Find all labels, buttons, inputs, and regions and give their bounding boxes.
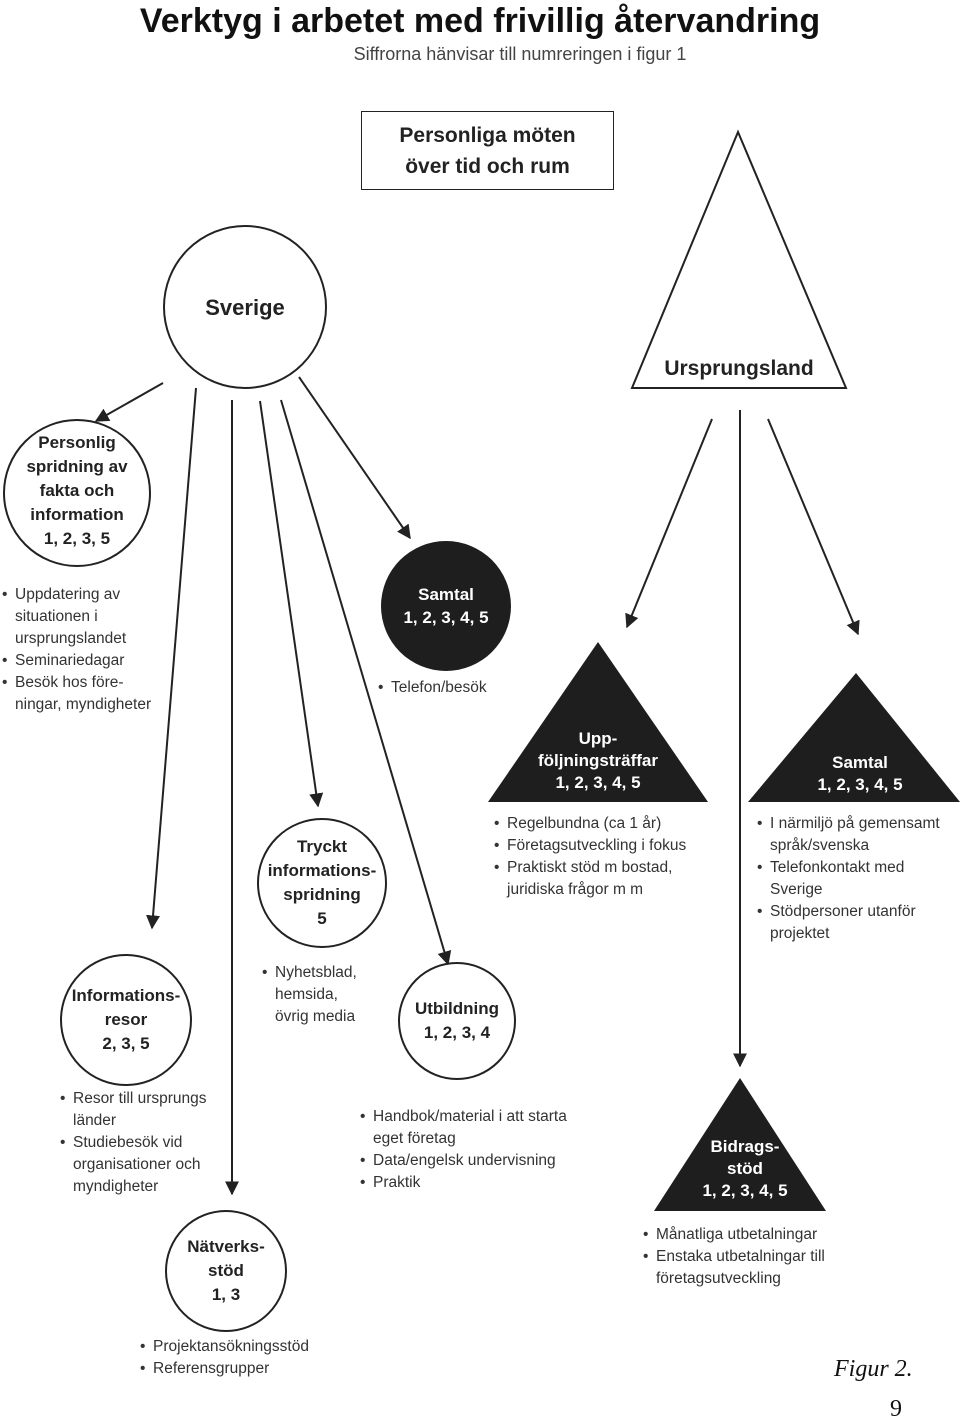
- node-line: fakta och: [39, 481, 115, 500]
- node-line: stöd: [727, 1159, 763, 1178]
- bidragsstod-triangle: [654, 1078, 826, 1211]
- informationsresor-list: Resor till ursprungs länder Studiebesök …: [60, 1088, 225, 1198]
- ursprungsland-triangle: [630, 129, 848, 389]
- list-item: Handbok/material i att starta eget föret…: [360, 1106, 590, 1150]
- node-line: följningsträffar: [538, 751, 658, 770]
- list-item: Referensgrupper: [140, 1358, 360, 1380]
- node-line: 1, 2, 3, 4: [423, 1023, 491, 1042]
- node-line: Personlig: [38, 433, 116, 452]
- node-line: Samtal: [418, 585, 474, 604]
- node-line: 1, 2, 3, 4, 5: [403, 608, 489, 627]
- arrow-ursprung-samtal: [767, 418, 860, 636]
- utbildning-node: Utbildning 1, 2, 3, 4: [398, 962, 516, 1080]
- list-item: Praktiskt stöd m bostad, juridiska frågo…: [494, 857, 724, 901]
- node-line: informations-: [267, 861, 377, 880]
- arrow-sverige-tryckt: [259, 400, 324, 808]
- node-line: Samtal: [832, 753, 888, 772]
- arrow-sverige-utbildning: [280, 399, 452, 966]
- list-item: Månatliga utbetalningar: [643, 1224, 863, 1246]
- list-item: Resor till ursprungs länder: [60, 1088, 225, 1132]
- samtal-ursprung-list: I närmiljö på gemensamt språk/svenska Te…: [757, 813, 960, 945]
- arrow-sverige-personlig: [94, 382, 164, 422]
- list-item: Företagsutveckling i fokus: [494, 835, 724, 857]
- list-item: Regelbundna (ca 1 år): [494, 813, 724, 835]
- list-item: Telefonkontakt med Sverige: [757, 857, 960, 901]
- page-number: 9: [890, 1396, 902, 1422]
- node-line: Tryckt: [296, 837, 348, 856]
- list-item: Projektansökningsstöd: [140, 1336, 360, 1358]
- arrow-sverige-samtal: [298, 376, 411, 540]
- node-line: Informations-: [71, 986, 181, 1005]
- node-line: Upp-: [578, 729, 618, 748]
- samtal-ursprung-label: Samtal 1, 2, 3, 4, 5: [760, 752, 960, 796]
- node-line: Nätverks-: [187, 1237, 265, 1256]
- samtal-sverige-list: Telefon/besök: [378, 677, 538, 699]
- list-item: Enstaka utbetalningar till företagsutvec…: [643, 1246, 863, 1290]
- bidragsstod-label: Bidrags- stöd 1, 2, 3, 4, 5: [660, 1136, 830, 1202]
- node-line: 2, 3, 5: [102, 1034, 150, 1053]
- node-line: Utbildning: [414, 999, 500, 1018]
- node-line: 1, 2, 3, 4, 5: [817, 775, 903, 794]
- uppfoljning-list: Regelbundna (ca 1 år) Företagsutveckling…: [494, 813, 724, 901]
- list-item: Stödpersoner utanför projektet: [757, 901, 960, 945]
- natverksstod-node: Nätverks- stöd 1, 3: [165, 1210, 287, 1332]
- page-subtitle: Siffrorna hänvisar till numreringen i fi…: [353, 44, 687, 64]
- tryckt-node: Tryckt informations- spridning 5: [257, 818, 387, 948]
- node-line: spridning av: [26, 457, 128, 476]
- list-item: Praktik: [360, 1172, 590, 1194]
- personlig-spridning-circle: [3, 419, 151, 567]
- node-line: 1, 2, 3, 5: [43, 529, 111, 548]
- page-title: Verktyg i arbetet med frivillig återvand…: [139, 2, 821, 40]
- node-line: information: [30, 505, 124, 524]
- sverige-label: Sverige: [205, 294, 285, 320]
- box-line: Personliga möten: [399, 123, 576, 147]
- tryckt-list: Nyhetsblad, hemsida, övrig media: [262, 962, 372, 1028]
- list-item: Besök hos före-ningar, myndigheter: [2, 672, 162, 716]
- uppfoljning-label: Upp- följningsträffar 1, 2, 3, 4, 5: [488, 728, 708, 794]
- samtal-ursprung-triangle: [748, 673, 960, 802]
- figure-caption: Figur 2.: [834, 1356, 913, 1382]
- uppfoljning-triangle: [488, 642, 708, 802]
- list-item: Nyhetsblad, hemsida, övrig media: [262, 962, 372, 1028]
- utbildning-list: Handbok/material i att starta eget föret…: [360, 1106, 590, 1194]
- personlig-spridning-list: Uppdatering av situationen i ursprungsla…: [2, 584, 162, 716]
- list-item: Studiebesök vid organisationer och myndi…: [60, 1132, 225, 1198]
- list-item: Data/engelsk undervisning: [360, 1150, 590, 1172]
- node-line: 1, 3: [211, 1285, 241, 1304]
- node-line: resor: [104, 1010, 148, 1029]
- node-line: 5: [317, 909, 327, 928]
- list-item: Uppdatering av situationen i ursprungsla…: [2, 584, 162, 650]
- arrow-sverige-informationsresor: [146, 387, 197, 930]
- node-line: 1, 2, 3, 4, 5: [555, 773, 641, 792]
- sverige-node: Sverige: [163, 225, 327, 389]
- list-item: Seminariedagar: [2, 650, 162, 672]
- bidragsstod-list: Månatliga utbetalningar Enstaka utbetaln…: [643, 1224, 863, 1290]
- personliga-moten-box: Personliga möten över tid och rum: [361, 111, 614, 190]
- node-line: Bidrags-: [710, 1137, 780, 1156]
- node-line: stöd: [208, 1261, 244, 1280]
- informationsresor-node: Informations- resor 2, 3, 5: [60, 954, 192, 1086]
- node-line: 1, 2, 3, 4, 5: [702, 1181, 788, 1200]
- node-line: spridning: [283, 885, 361, 904]
- natverksstod-list: Projektansökningsstöd Referensgrupper: [140, 1336, 360, 1380]
- box-line: över tid och rum: [405, 154, 570, 178]
- ursprungsland-label: Ursprungsland: [664, 357, 814, 380]
- samtal-sverige-node: Samtal 1, 2, 3, 4, 5: [381, 541, 511, 671]
- list-item: Telefon/besök: [378, 677, 538, 699]
- arrow-ursprung-uppfoljning: [625, 418, 713, 629]
- list-item: I närmiljö på gemensamt språk/svenska: [757, 813, 960, 857]
